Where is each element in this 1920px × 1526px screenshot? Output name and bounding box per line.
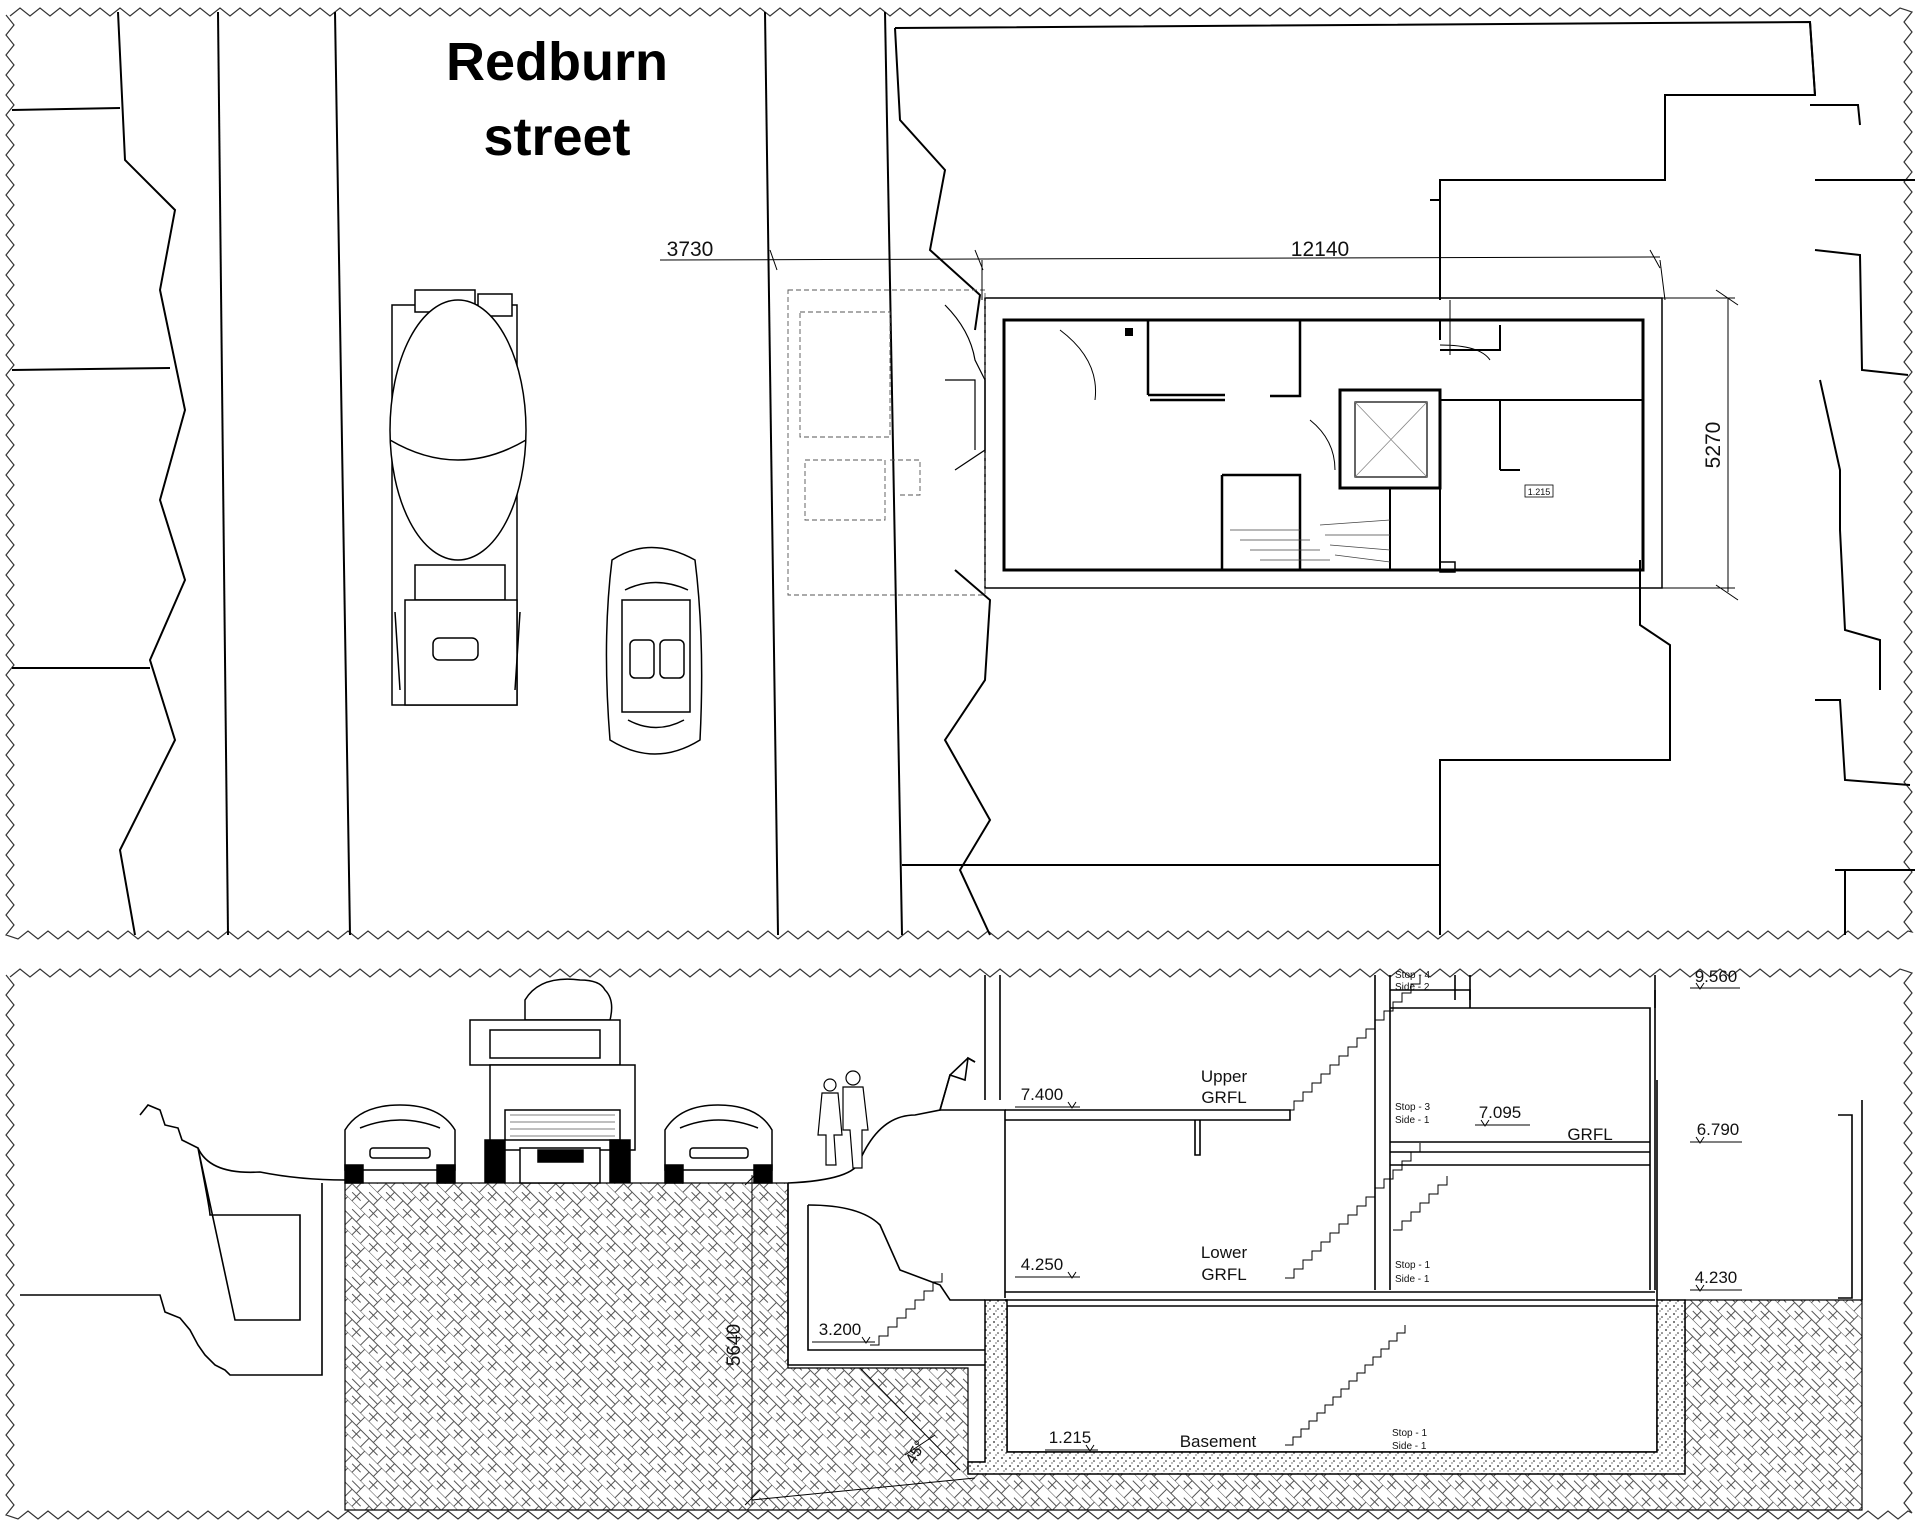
level-rear-right: 6.790 [1697, 1120, 1740, 1139]
stair-note-low-b: Side - 1 [1395, 1274, 1430, 1285]
cement-mixer-truck-elevation [469, 978, 636, 1184]
stair-note-mid-a: Stop - 3 [1395, 1102, 1430, 1113]
house-plan [787, 289, 1663, 596]
street-title-line1: Redburn [446, 32, 668, 92]
dim-depth: 5640 [724, 1324, 745, 1366]
break-line-border-bottom [4, 968, 1914, 1520]
dim-length: 12140 [1291, 238, 1349, 261]
cement-mixer-truck-plan [389, 289, 527, 706]
stair-note-base-b: Side - 1 [1392, 1441, 1427, 1452]
level-markers [812, 982, 1742, 1452]
stair-note-top-b: Side - 2 [1395, 982, 1430, 993]
stair-note-mid-b: Side - 1 [1395, 1115, 1430, 1126]
floor-label-grfl: GRFL [1567, 1125, 1612, 1144]
floor-label-upper-2: GRFL [1201, 1088, 1246, 1107]
level-lightwell: 3.200 [819, 1320, 862, 1339]
floor-label-basement: Basement [1180, 1432, 1257, 1451]
room-level-tag: 1.215 [1528, 487, 1551, 497]
floor-label-upper-1: Upper [1201, 1067, 1248, 1086]
break-line-border-top [4, 7, 1914, 940]
floor-label-lower-1: Lower [1201, 1243, 1248, 1262]
level-top: 9.560 [1695, 967, 1738, 986]
section-stairs [870, 975, 1448, 1446]
stair-note-base-a: Stop - 1 [1392, 1428, 1427, 1439]
level-lower-garden: 4.250 [1021, 1255, 1064, 1274]
level-basement: 1.215 [1049, 1428, 1092, 1447]
convertible-car-plan [605, 546, 703, 755]
level-rear-lower: 4.230 [1695, 1268, 1738, 1287]
depth-dimension [744, 1169, 976, 1506]
cross-section: 7.400 4.250 3.200 1.215 9.560 7.095 6.79… [4, 967, 1914, 1520]
level-upper-garden: 7.400 [1021, 1085, 1064, 1104]
dim-setback: 3730 [667, 238, 714, 261]
dimension-lines [659, 249, 1739, 601]
site-plan: Redburn street 3730 12140 5270 1.215 [4, 7, 1915, 940]
street-title-line2: street [483, 107, 630, 167]
terrain-lines [20, 975, 1863, 1376]
car-elevation-left [344, 1104, 456, 1184]
pedestrians [817, 1070, 869, 1169]
level-rear-upper: 7.095 [1479, 1103, 1522, 1122]
stair-note-top-a: Stop - 4 [1395, 970, 1430, 981]
dim-width: 5270 [1702, 422, 1725, 469]
stair-note-low-a: Stop - 1 [1395, 1260, 1430, 1271]
floor-label-lower-2: GRFL [1201, 1265, 1246, 1284]
car-elevation-right [664, 1104, 773, 1184]
street-lines [11, 11, 1915, 936]
